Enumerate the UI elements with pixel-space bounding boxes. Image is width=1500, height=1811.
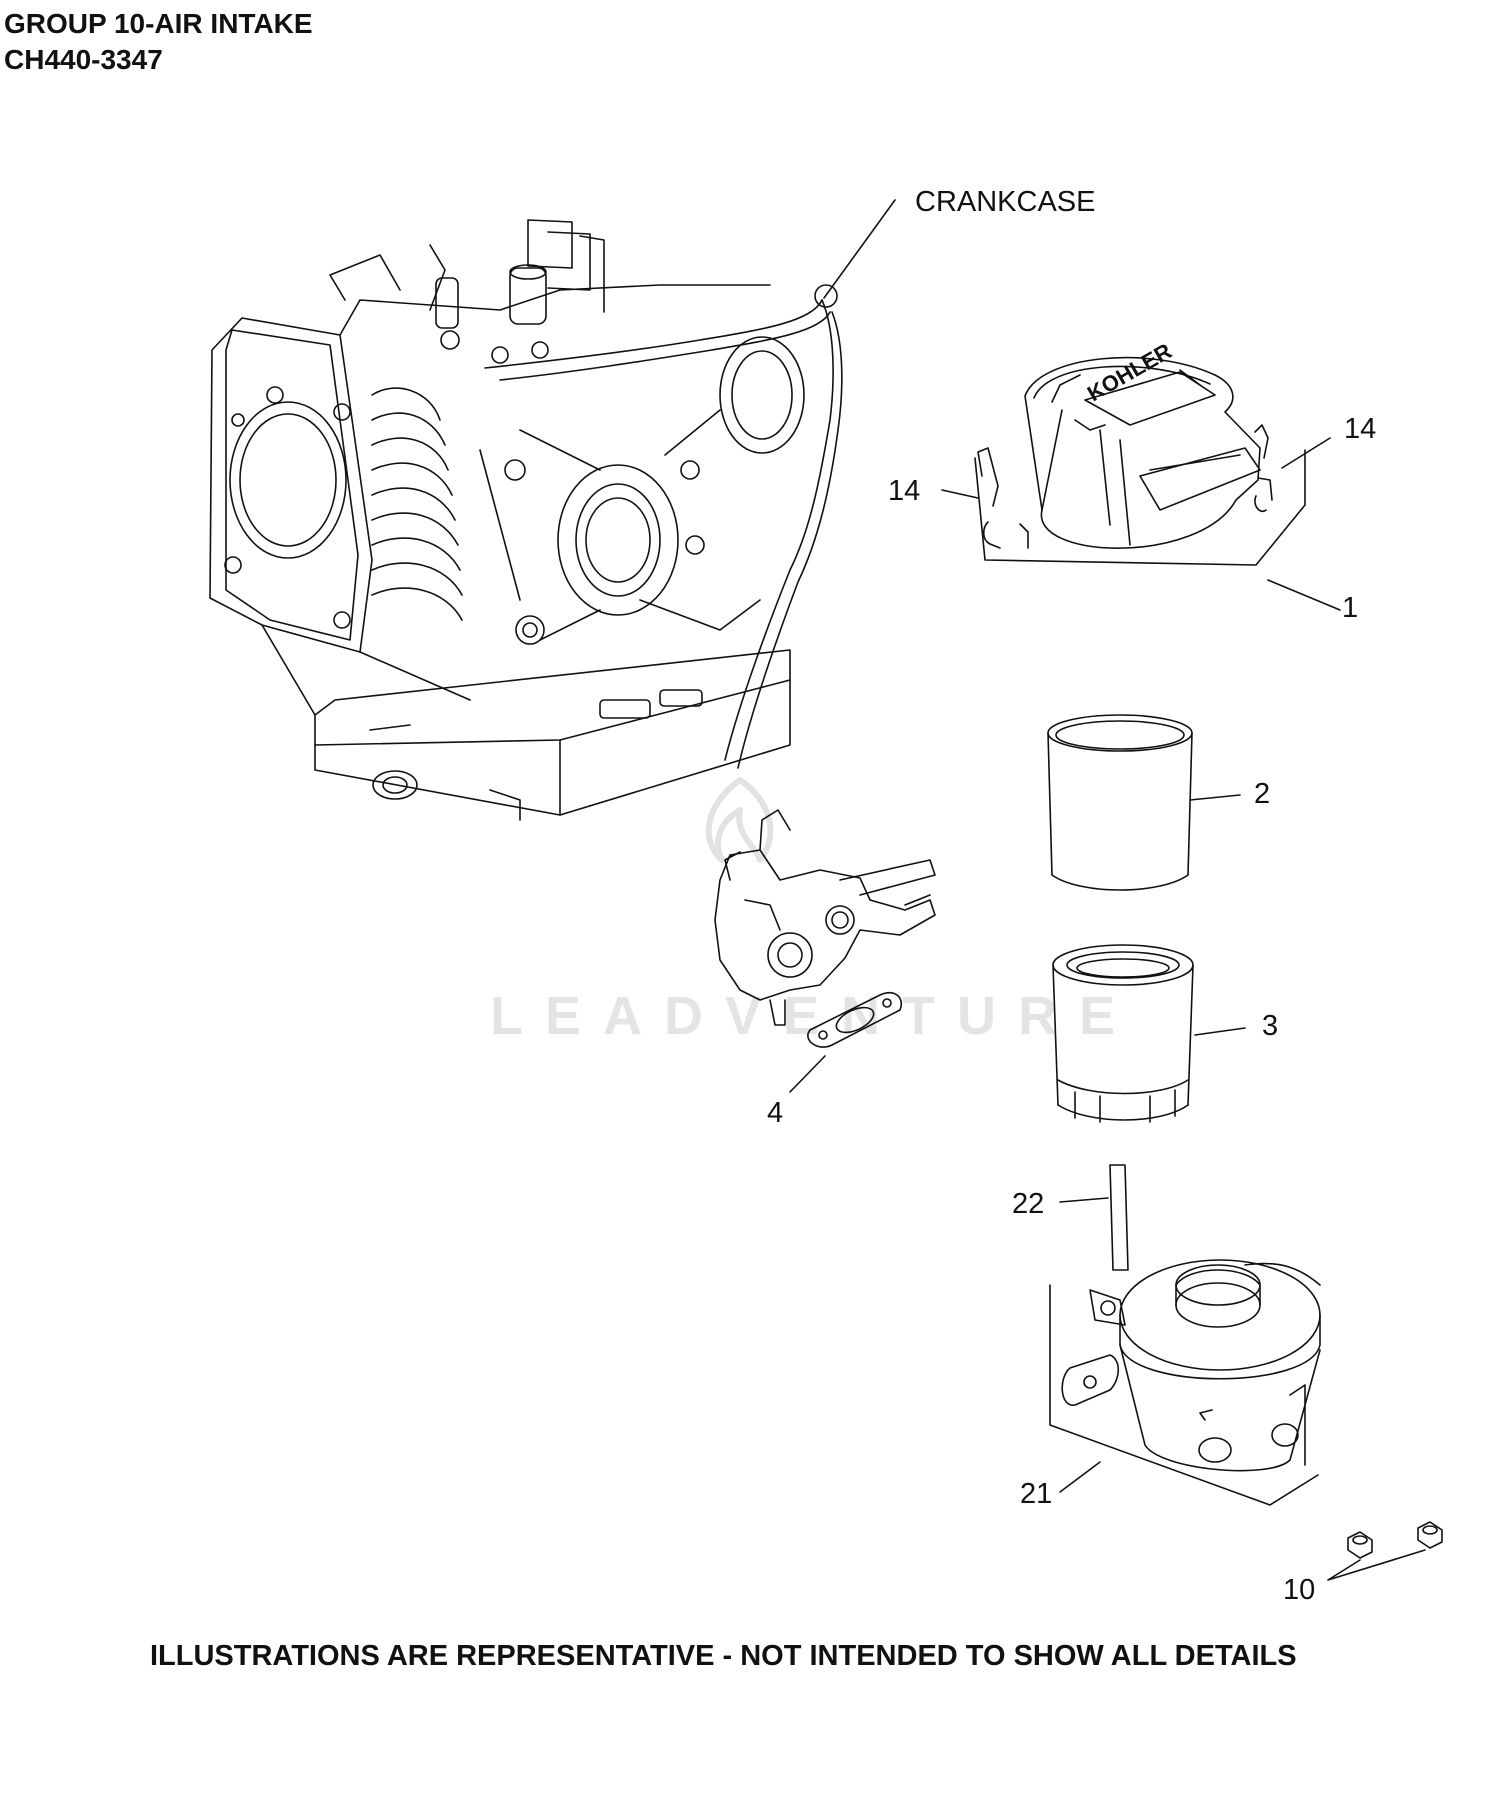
crankcase-leader-line	[824, 200, 895, 298]
engine-model: CH440-3347	[4, 44, 163, 75]
diagram-header: GROUP 10-AIR INTAKE CH440-3347	[4, 6, 313, 78]
callout-14-right: 14	[1344, 413, 1377, 445]
callout-3: 3	[1262, 1010, 1279, 1042]
part-4-leader-line	[790, 1056, 825, 1092]
part-21-leader-line	[1060, 1462, 1100, 1492]
pre-cleaner-part	[1048, 715, 1192, 890]
strip-part	[1110, 1165, 1128, 1270]
air-cleaner-cover-part	[1025, 358, 1260, 549]
callout-21: 21	[1020, 1478, 1053, 1510]
watermark: LEADVENTURE	[490, 986, 1138, 1046]
callout-10: 10	[1283, 1574, 1316, 1606]
callout-22: 22	[1012, 1188, 1045, 1220]
diagram-title: GROUP 10-AIR INTAKE	[4, 8, 313, 39]
callout-crankcase: CRANKCASE	[915, 186, 1096, 218]
air-cleaner-base-part	[1050, 1260, 1320, 1505]
disclaimer-note: ILLUSTRATIONS ARE REPRESENTATIVE - NOT I…	[150, 1640, 1297, 1672]
clip-right-part	[1255, 425, 1272, 511]
clip-left-part	[978, 448, 1028, 548]
carburetor-part	[715, 810, 935, 1025]
nut-left-part	[1348, 1532, 1372, 1558]
part-3-leader-line	[1195, 1028, 1245, 1035]
callout-14-left: 14	[888, 475, 921, 507]
part-14-left-leader-line	[942, 490, 978, 498]
callout-1: 1	[1342, 592, 1359, 624]
part-10-leader-line	[1328, 1550, 1425, 1580]
carburetor-gasket-part	[808, 993, 901, 1047]
callout-4: 4	[767, 1097, 784, 1129]
part-14-right-leader-line	[1282, 438, 1330, 468]
part-1-bracket-outline	[975, 450, 1305, 565]
part-1-leader-line	[1268, 580, 1340, 610]
nut-right-part	[1418, 1522, 1442, 1548]
watermark-flame-icon	[709, 780, 771, 860]
kohler-logo: KOHLER	[1083, 338, 1176, 406]
part-2-leader-line	[1190, 795, 1240, 800]
part-22-leader-line	[1060, 1198, 1108, 1202]
crankcase-part	[210, 220, 842, 820]
air-filter-element-part	[1053, 945, 1193, 1122]
callout-2: 2	[1254, 778, 1271, 810]
